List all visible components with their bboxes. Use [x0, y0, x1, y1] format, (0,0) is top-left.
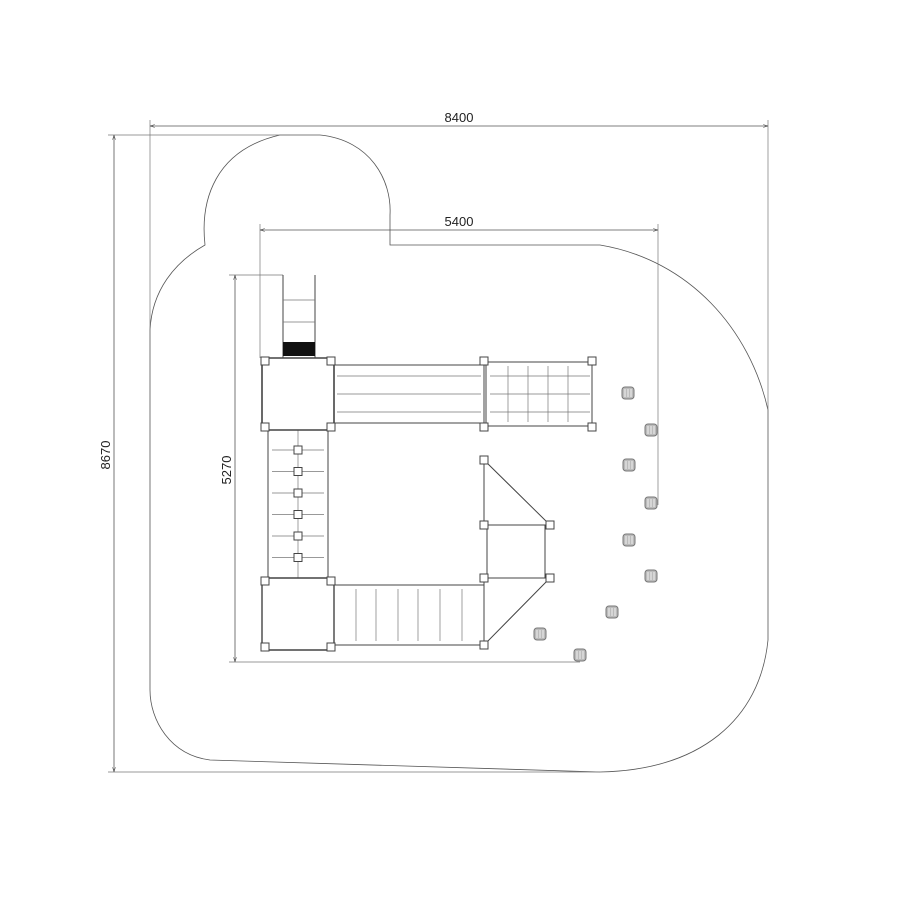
dimension-label-8400: 8400 — [445, 110, 474, 125]
dimension-label-5270: 5270 — [219, 456, 234, 485]
safety-zone-outline — [149, 134, 769, 773]
ladder-block — [293, 510, 303, 519]
post — [479, 640, 489, 650]
post — [260, 356, 270, 366]
post — [326, 422, 336, 432]
post — [587, 422, 597, 432]
post — [326, 576, 336, 586]
post — [326, 642, 336, 652]
dimension-overall-depth: 8670 — [98, 134, 600, 773]
stepping-stones — [533, 386, 658, 662]
post — [326, 356, 336, 366]
dimension-equipment-width: 5400 — [259, 214, 659, 505]
slide-exit-band — [283, 342, 315, 356]
post — [479, 455, 489, 465]
rung-bridge-vertical — [267, 429, 329, 579]
post — [260, 576, 270, 586]
post — [479, 356, 489, 366]
dimension-equipment-depth: 5270 — [219, 274, 580, 663]
post — [260, 642, 270, 652]
rung-bridge-bottom — [333, 584, 485, 646]
ladder-block — [293, 467, 303, 476]
post — [545, 573, 555, 583]
post — [260, 422, 270, 432]
plank-bridge-top — [333, 364, 485, 424]
tower-bottom — [261, 577, 335, 651]
tower-top — [261, 357, 335, 431]
ladder-block — [293, 488, 303, 498]
post — [479, 422, 489, 432]
dimension-overall-width: 8400 — [149, 110, 769, 410]
ladder-block — [293, 531, 303, 541]
slide — [282, 275, 316, 358]
post — [587, 356, 597, 366]
posts — [260, 356, 597, 652]
post — [479, 573, 489, 583]
post — [545, 520, 555, 530]
dimension-label-8670: 8670 — [98, 441, 113, 470]
post — [479, 520, 489, 530]
dimension-label-5400: 5400 — [445, 214, 474, 229]
triangular-climber — [483, 458, 552, 647]
climbing-net-top — [485, 361, 593, 427]
ladder-block — [293, 553, 303, 562]
ladder-block — [293, 445, 303, 455]
